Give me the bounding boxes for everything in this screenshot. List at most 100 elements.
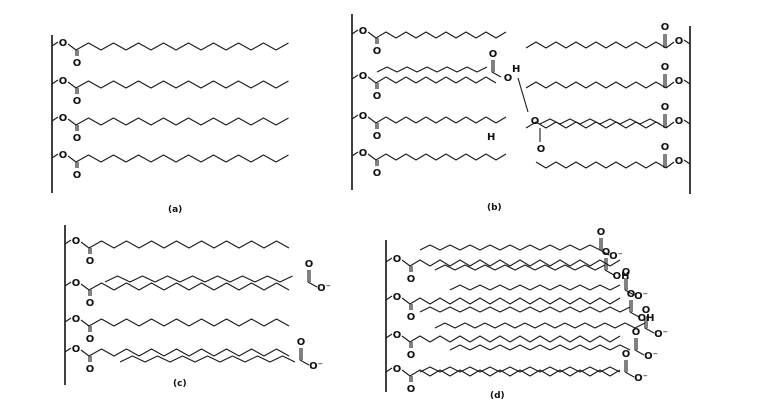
ester-bond: [683, 159, 691, 165]
carboxyl-bond: [624, 289, 635, 296]
carbonyl-oxygen-label: O: [73, 96, 82, 107]
ester-oxygen-label: O: [72, 314, 81, 325]
carbonyl-oxygen-label: O: [373, 46, 382, 57]
ester-bond: [665, 81, 675, 89]
carbonyl-oxygen-label: O: [73, 58, 82, 69]
alkyl-chain: [375, 116, 507, 124]
ester-oxygen-label: O: [59, 150, 68, 161]
carboxyl-bond: [307, 281, 318, 288]
anion-label: O⁻: [609, 251, 623, 262]
caption-c: (c): [173, 379, 187, 389]
interdigitated-chain: [434, 322, 646, 329]
ester-bond: [351, 74, 359, 80]
carboxyl-bond: [599, 249, 610, 256]
ester-bond: [401, 369, 411, 377]
alkyl-chain: [409, 297, 621, 305]
interdigitated-chain: [449, 284, 621, 291]
acid-oxygen-label: O: [531, 116, 540, 127]
ester-bond: [401, 297, 411, 305]
ester-bond: [367, 116, 377, 124]
hydroxyl-oxygen-label: O: [504, 73, 513, 84]
ester-bond: [80, 349, 90, 357]
anion-label: O⁻: [654, 329, 668, 340]
ester-bond: [683, 39, 691, 45]
alkyl-chain: [88, 282, 290, 291]
anion-label: O⁻: [634, 291, 648, 302]
alkyl-chain: [409, 335, 621, 343]
interdigitated-chain: [119, 355, 296, 363]
anion-label: O⁻: [634, 373, 648, 384]
ester-bond: [80, 241, 90, 249]
alkyl-chain: [75, 80, 289, 89]
ester-bond: [80, 283, 90, 291]
carboxyl-oxygen-label: O: [489, 49, 498, 60]
ester-bond: [67, 81, 77, 89]
ester-bond: [64, 281, 72, 287]
ester-bond: [665, 161, 675, 169]
caption-a: (a): [168, 205, 182, 215]
caption-b: (b): [487, 203, 502, 213]
caption-d: (d): [490, 391, 505, 401]
carboxyl-bond: [624, 371, 635, 378]
alkyl-chain: [75, 42, 289, 51]
alkyl-chain: [525, 121, 667, 129]
ester-bond: [351, 114, 359, 120]
alkyl-chain: [525, 41, 667, 49]
carboxyl-oxygen-label: O: [602, 247, 611, 258]
ester-bond: [665, 41, 675, 49]
ester-oxygen-label: O: [72, 344, 81, 355]
anion-label: O⁻: [644, 351, 658, 362]
carbonyl-oxygen-label: O: [86, 298, 95, 309]
ester-oxygen-label: O: [359, 71, 368, 82]
ester-bond: [367, 153, 377, 161]
ester-oxygen-label: O: [393, 330, 402, 341]
carbonyl-oxygen-label: O: [373, 91, 382, 102]
carbonyl-oxygen-label: O: [661, 102, 670, 113]
ester-bond: [385, 295, 393, 301]
alkyl-chain: [409, 369, 621, 377]
carboxyl-oxygen-label: O: [305, 259, 314, 270]
ester-oxygen-label: O: [393, 292, 402, 303]
alkyl-chain: [75, 117, 289, 126]
ester-bond: [67, 155, 77, 163]
ester-bond: [51, 79, 59, 85]
alkyl-chain: [88, 240, 290, 249]
ester-bond: [385, 367, 393, 373]
carboxyl-oxygen-label: O: [597, 227, 606, 238]
ester-oxygen-label: O: [359, 26, 368, 37]
anion-label: O⁻: [317, 283, 331, 294]
ester-bond: [80, 319, 90, 327]
alkyl-chain: [375, 76, 497, 84]
ester-bond: [67, 43, 77, 51]
ester-oxygen-label: O: [393, 364, 402, 375]
interdigitated-chain: [434, 264, 606, 271]
ester-bond: [385, 257, 393, 263]
carboxyl-oxygen-label: O: [627, 289, 636, 300]
ester-oxygen-label: O: [59, 38, 68, 49]
ester-oxygen-label: O: [393, 254, 402, 265]
carboxyl-bond: [491, 71, 502, 78]
alkyl-chain: [375, 31, 507, 39]
ester-oxygen-label: O: [72, 278, 81, 289]
carboxyl-oxygen-label: O: [632, 327, 641, 338]
ester-bond: [51, 41, 59, 47]
carboxyl-oxygen-label: O: [622, 349, 631, 360]
carboxyl-oxygen-label: O: [297, 337, 306, 348]
ester-bond: [401, 259, 411, 267]
interdigitated-chain: [376, 66, 488, 73]
ester-bond: [385, 333, 393, 339]
carbonyl-oxygen-label: O: [661, 142, 670, 153]
carbonyl-oxygen-label: O: [407, 384, 416, 395]
alkyl-chain: [535, 161, 667, 169]
alkyl-chain: [525, 81, 667, 89]
carbonyl-oxygen-label: O: [86, 256, 95, 267]
ester-bond: [51, 153, 59, 159]
